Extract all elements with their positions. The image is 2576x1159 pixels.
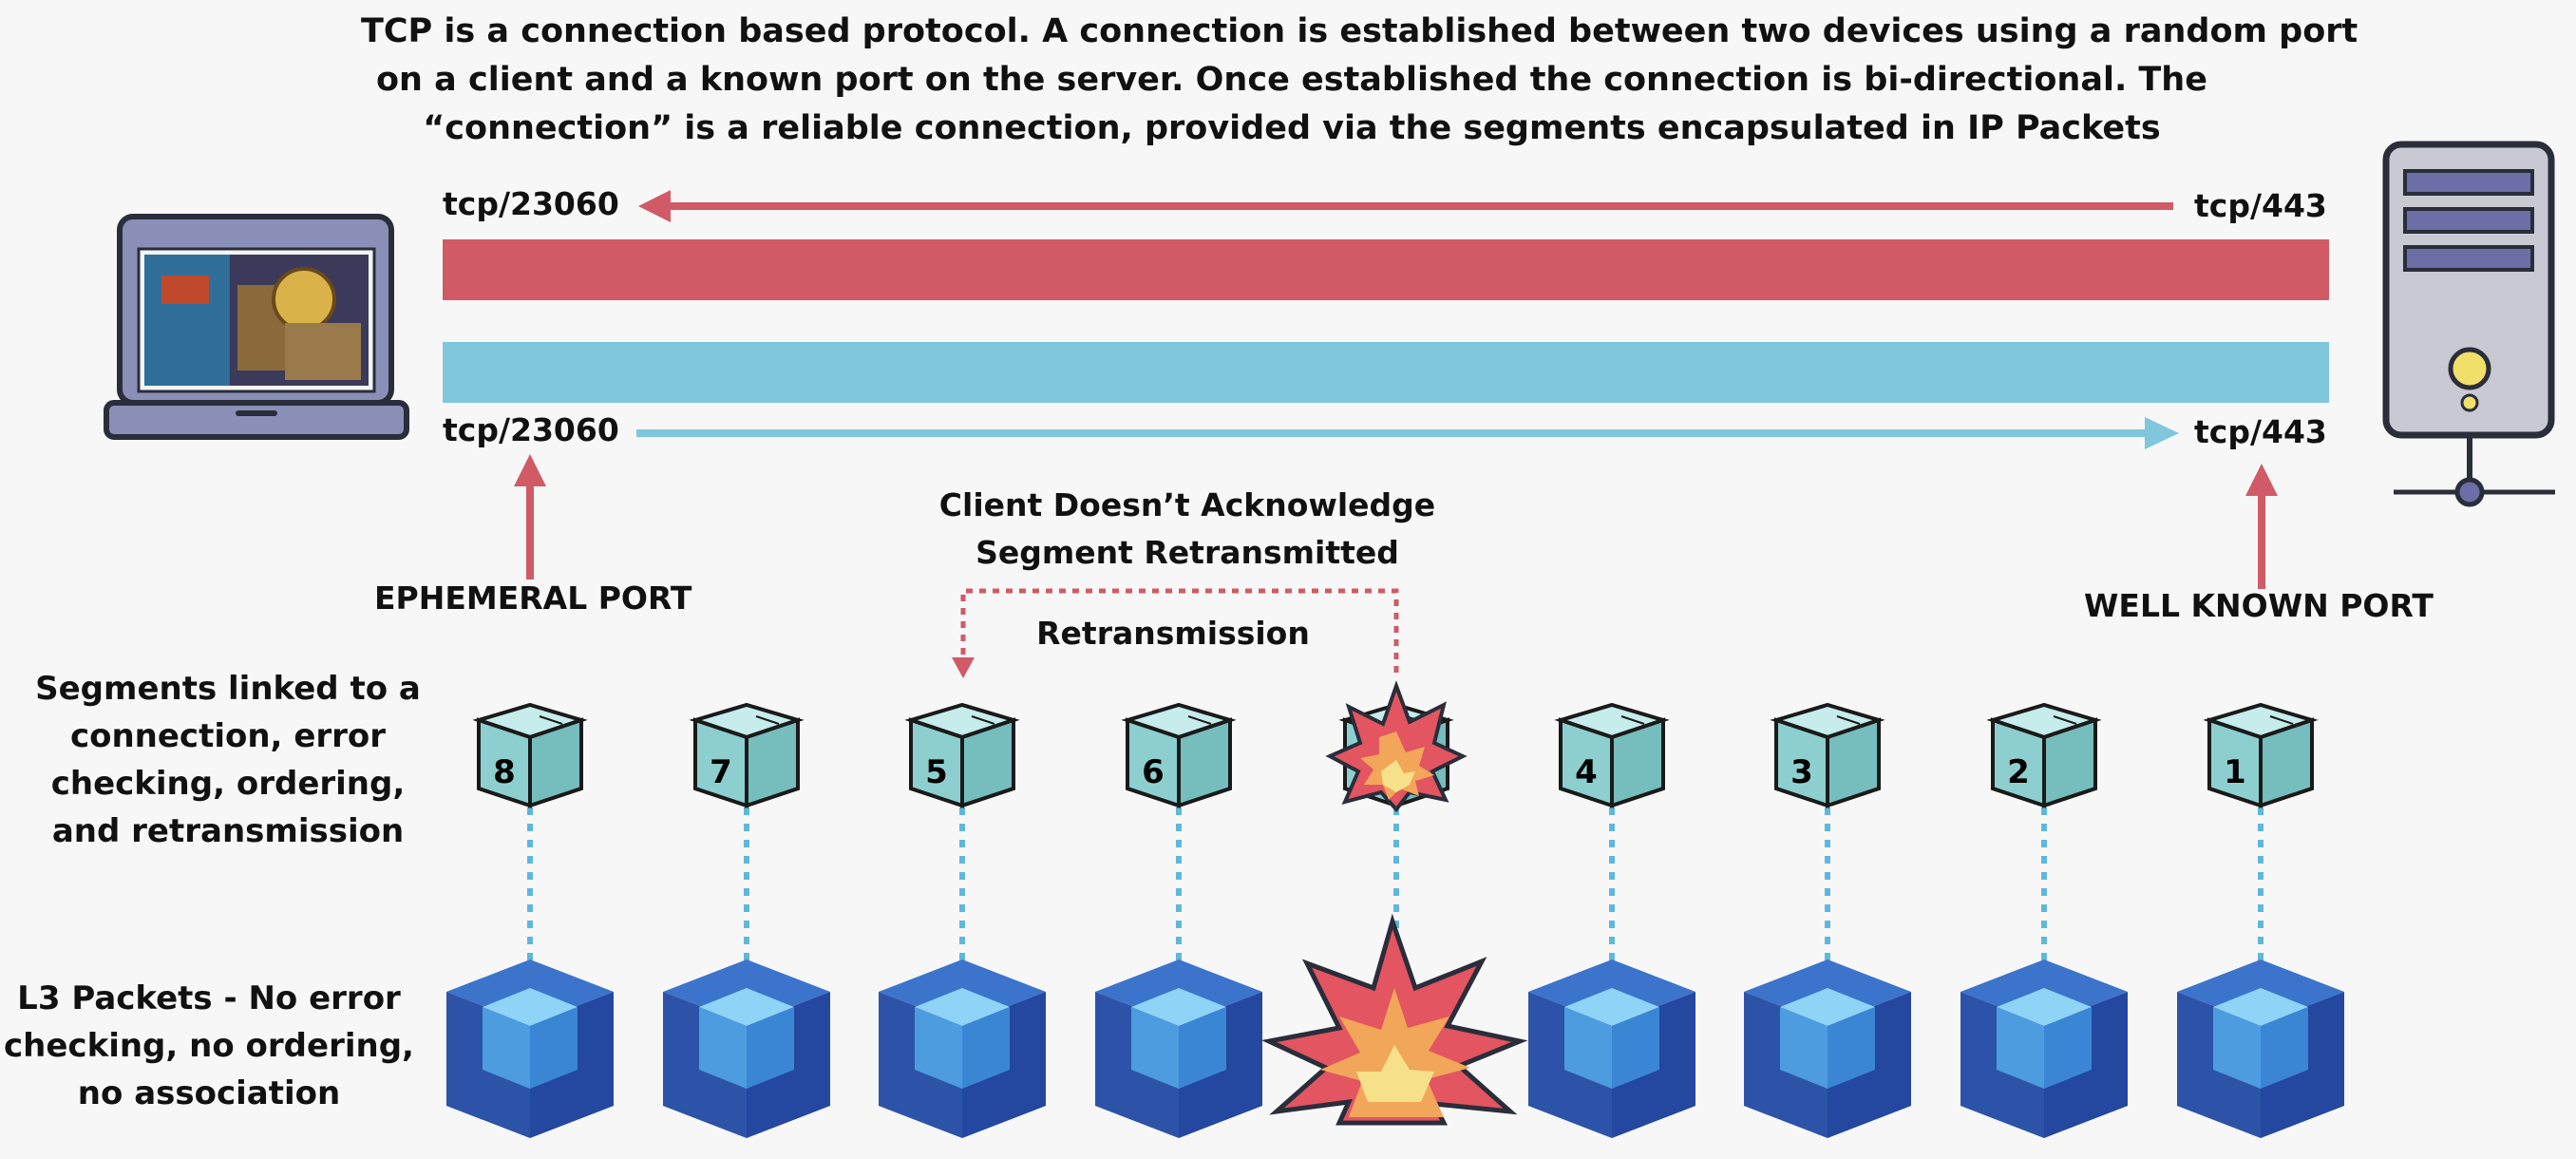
diagram-caption: TCP is a connection based protocol. A co… bbox=[361, 8, 2358, 153]
segment-number: 7 bbox=[710, 753, 732, 791]
server-icon bbox=[2382, 141, 2555, 507]
client-port-bottom: tcp/23060 bbox=[443, 411, 619, 448]
ephemeral-port-arrow bbox=[514, 454, 546, 580]
packet-cube bbox=[879, 960, 1046, 1138]
caption-line-1: TCP is a connection based protocol. A co… bbox=[361, 12, 2358, 50]
segment-number: 5 bbox=[925, 753, 948, 791]
packets-description: L3 Packets - No error checking, no order… bbox=[0, 975, 418, 1117]
caption-line-2: on a client and a known port on the serv… bbox=[376, 61, 2207, 99]
packet-row bbox=[446, 960, 2344, 1138]
segment-cube-6: 6 bbox=[1121, 702, 1237, 808]
laptop-icon bbox=[104, 214, 409, 440]
segments-description-line: Segments linked to a bbox=[35, 670, 421, 708]
segment-cube-2: 2 bbox=[1986, 702, 2102, 808]
segment-number: 3 bbox=[1790, 753, 1813, 791]
arrow-client-to-server bbox=[636, 417, 2179, 449]
caption-line-3: “connection” is a reliable connection, p… bbox=[423, 109, 2161, 147]
connection-bar-server-to-client bbox=[443, 239, 2329, 300]
segment-number: 1 bbox=[2224, 753, 2246, 791]
segment-cube-3: 3 bbox=[1770, 702, 1885, 808]
segments-description: Segments linked to a connection, error c… bbox=[19, 665, 437, 855]
ack-label-line-2: Segment Retransmitted bbox=[975, 534, 1399, 571]
segment-number: 8 bbox=[493, 753, 516, 791]
segment-cube-5: 5 bbox=[904, 702, 1020, 808]
well-known-port-label: WELL KNOWN PORT bbox=[2084, 587, 2434, 624]
packet-cube bbox=[446, 960, 614, 1138]
packet-cube bbox=[1960, 960, 2128, 1138]
arrow-server-to-client bbox=[638, 190, 2173, 222]
segments-description-line: connection, error bbox=[69, 717, 387, 755]
segment-cube-1: 1 bbox=[2203, 702, 2319, 808]
segment-cube-8: 8 bbox=[472, 702, 588, 808]
packet-cube bbox=[663, 960, 830, 1138]
server-port-bottom: tcp/443 bbox=[2194, 413, 2327, 450]
segments-description-line: and retransmission bbox=[51, 812, 405, 850]
connection-bar-client-to-server bbox=[443, 342, 2329, 403]
retransmission-label: Retransmission bbox=[1036, 615, 1310, 652]
segments-description-line: checking, ordering, bbox=[50, 765, 406, 803]
segment-cube-7: 7 bbox=[689, 702, 805, 808]
explosion-icon bbox=[1325, 680, 1468, 813]
packet-cube bbox=[1528, 960, 1695, 1138]
ephemeral-port-label: EPHEMERAL PORT bbox=[374, 580, 692, 617]
packets-description-line: no association bbox=[77, 1074, 341, 1112]
server-port-top: tcp/443 bbox=[2194, 187, 2327, 224]
segment-row: 8 7 5 6 4 3 2 1 bbox=[472, 702, 2319, 808]
packet-cube bbox=[1095, 960, 1262, 1138]
packet-cube bbox=[2177, 960, 2344, 1138]
client-port-top: tcp/23060 bbox=[443, 185, 619, 222]
packets-description-line: L3 Packets - No error bbox=[17, 979, 401, 1017]
packet-explosion-icon bbox=[1260, 913, 1528, 1126]
segment-packet-links bbox=[527, 808, 2263, 983]
packets-description-line: checking, no ordering, bbox=[4, 1027, 414, 1065]
segment-number: 4 bbox=[1575, 753, 1598, 791]
packet-cube bbox=[1744, 960, 1911, 1138]
segment-number: 6 bbox=[1142, 753, 1165, 791]
ack-label-line-1: Client Doesn’t Acknowledge bbox=[938, 486, 1436, 523]
retransmission-bracket bbox=[952, 588, 1399, 678]
well-known-port-arrow bbox=[2245, 464, 2278, 589]
segment-number: 2 bbox=[2007, 753, 2030, 791]
segment-cube-4: 4 bbox=[1554, 702, 1670, 808]
